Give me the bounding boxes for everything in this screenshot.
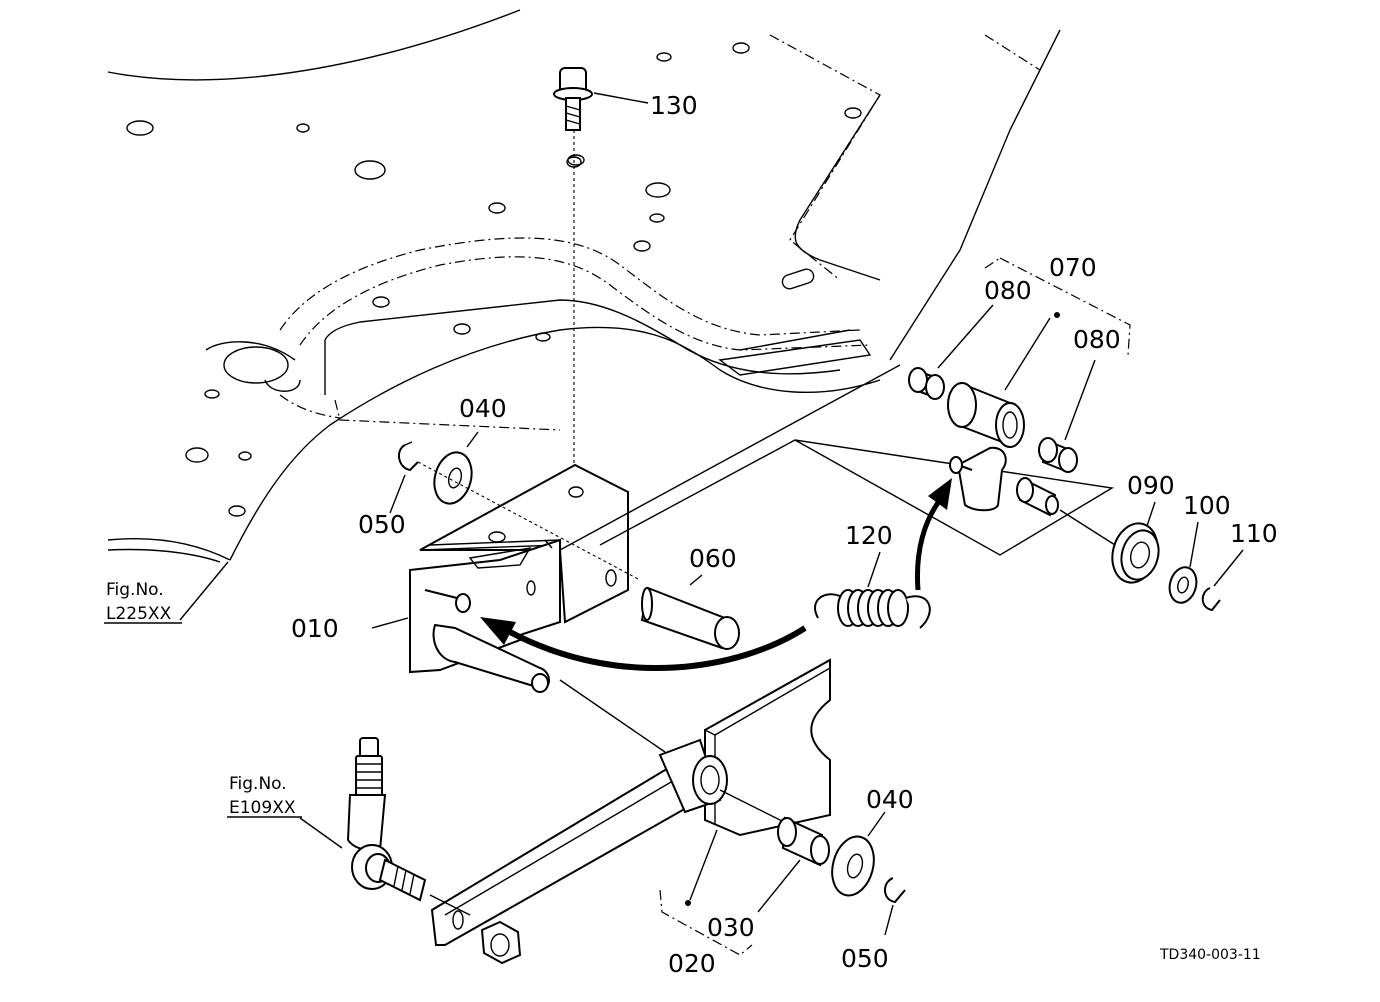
- floor-plate-outline: [107, 9, 1061, 621]
- washer-100: [1168, 521, 1199, 604]
- figure-ref-code: E109XX: [229, 798, 296, 818]
- callout-010: 010: [291, 614, 339, 643]
- figure-ref-label: Fig.No.: [106, 580, 164, 600]
- callout-120: 120: [845, 521, 893, 550]
- figure-ref-e109xx: Fig.No. E109XX: [227, 774, 302, 818]
- pedal-020: [430, 658, 831, 956]
- callout-080-right: 080: [1073, 325, 1121, 354]
- callout-labels: 130 070 080 080 040 050 090 100 110 120 …: [291, 91, 1278, 978]
- collar-030: [757, 816, 830, 913]
- washer-040-upper: [389, 431, 641, 581]
- pin-060: [640, 574, 740, 650]
- clip-050-lower: [884, 877, 906, 936]
- callout-050-upper: 050: [358, 510, 406, 539]
- callout-030: 030: [707, 913, 755, 942]
- callout-020: 020: [668, 949, 716, 978]
- bolt-130: [553, 67, 649, 480]
- arrow-curve-lower: [480, 617, 807, 672]
- figure-ref-l225xx: Fig.No. L225XX: [104, 580, 182, 624]
- nut: [480, 920, 522, 965]
- rod-end: [299, 737, 471, 916]
- callout-100: 100: [1183, 491, 1231, 520]
- callout-040-lower: 040: [866, 785, 914, 814]
- drawing-code: TD340-003-11: [1159, 947, 1261, 963]
- spring-120: [814, 551, 931, 629]
- arrow-curve-upper: [914, 478, 952, 591]
- callout-130: 130: [650, 91, 698, 120]
- bracket-010: [371, 463, 629, 693]
- callout-050-lower: 050: [841, 944, 889, 973]
- washer-040-lower: [831, 811, 886, 897]
- figure-ref-code: L225XX: [106, 604, 172, 624]
- callout-090: 090: [1127, 471, 1175, 500]
- figure-ref-label: Fig.No.: [229, 774, 287, 794]
- callout-080-left: 080: [984, 276, 1032, 305]
- bearing-090: [1111, 501, 1160, 584]
- callout-070: 070: [1049, 253, 1097, 282]
- clip-110: [1201, 549, 1244, 612]
- callout-040-upper: 040: [459, 394, 507, 423]
- callout-110: 110: [1230, 519, 1278, 548]
- callout-060: 060: [689, 544, 737, 573]
- arm-070-assembly: [559, 257, 1131, 556]
